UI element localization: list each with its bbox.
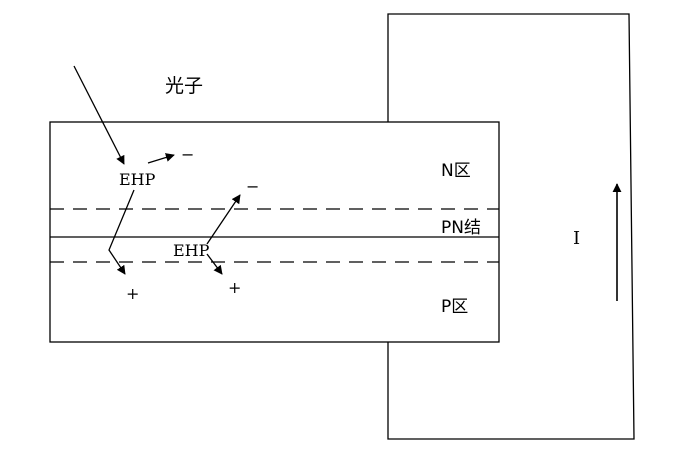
photon-label: 光子: [165, 75, 203, 97]
electron-arrow-1: [147, 153, 175, 164]
hole-path-1: [108, 189, 135, 275]
ehp-label-2: EHP: [173, 241, 210, 260]
p-region-label: P区: [441, 297, 468, 317]
electron-sign-1: −: [181, 145, 194, 164]
photon-arrow: [73, 65, 125, 165]
current-label: I: [573, 228, 580, 249]
hole-sign-1: +: [126, 284, 139, 303]
external-circuit-wire: [387, 13, 635, 440]
hole-sign-2: +: [228, 278, 241, 297]
semiconductor-block: [49, 121, 500, 343]
n-region-label: N区: [441, 161, 471, 181]
pn-junction-label: PN结: [441, 218, 481, 238]
electron-sign-2: −: [246, 177, 259, 196]
ehp-label-1: EHP: [119, 170, 156, 189]
electron-arrow-2: [206, 194, 241, 245]
hole-arrow-2: [206, 253, 223, 275]
